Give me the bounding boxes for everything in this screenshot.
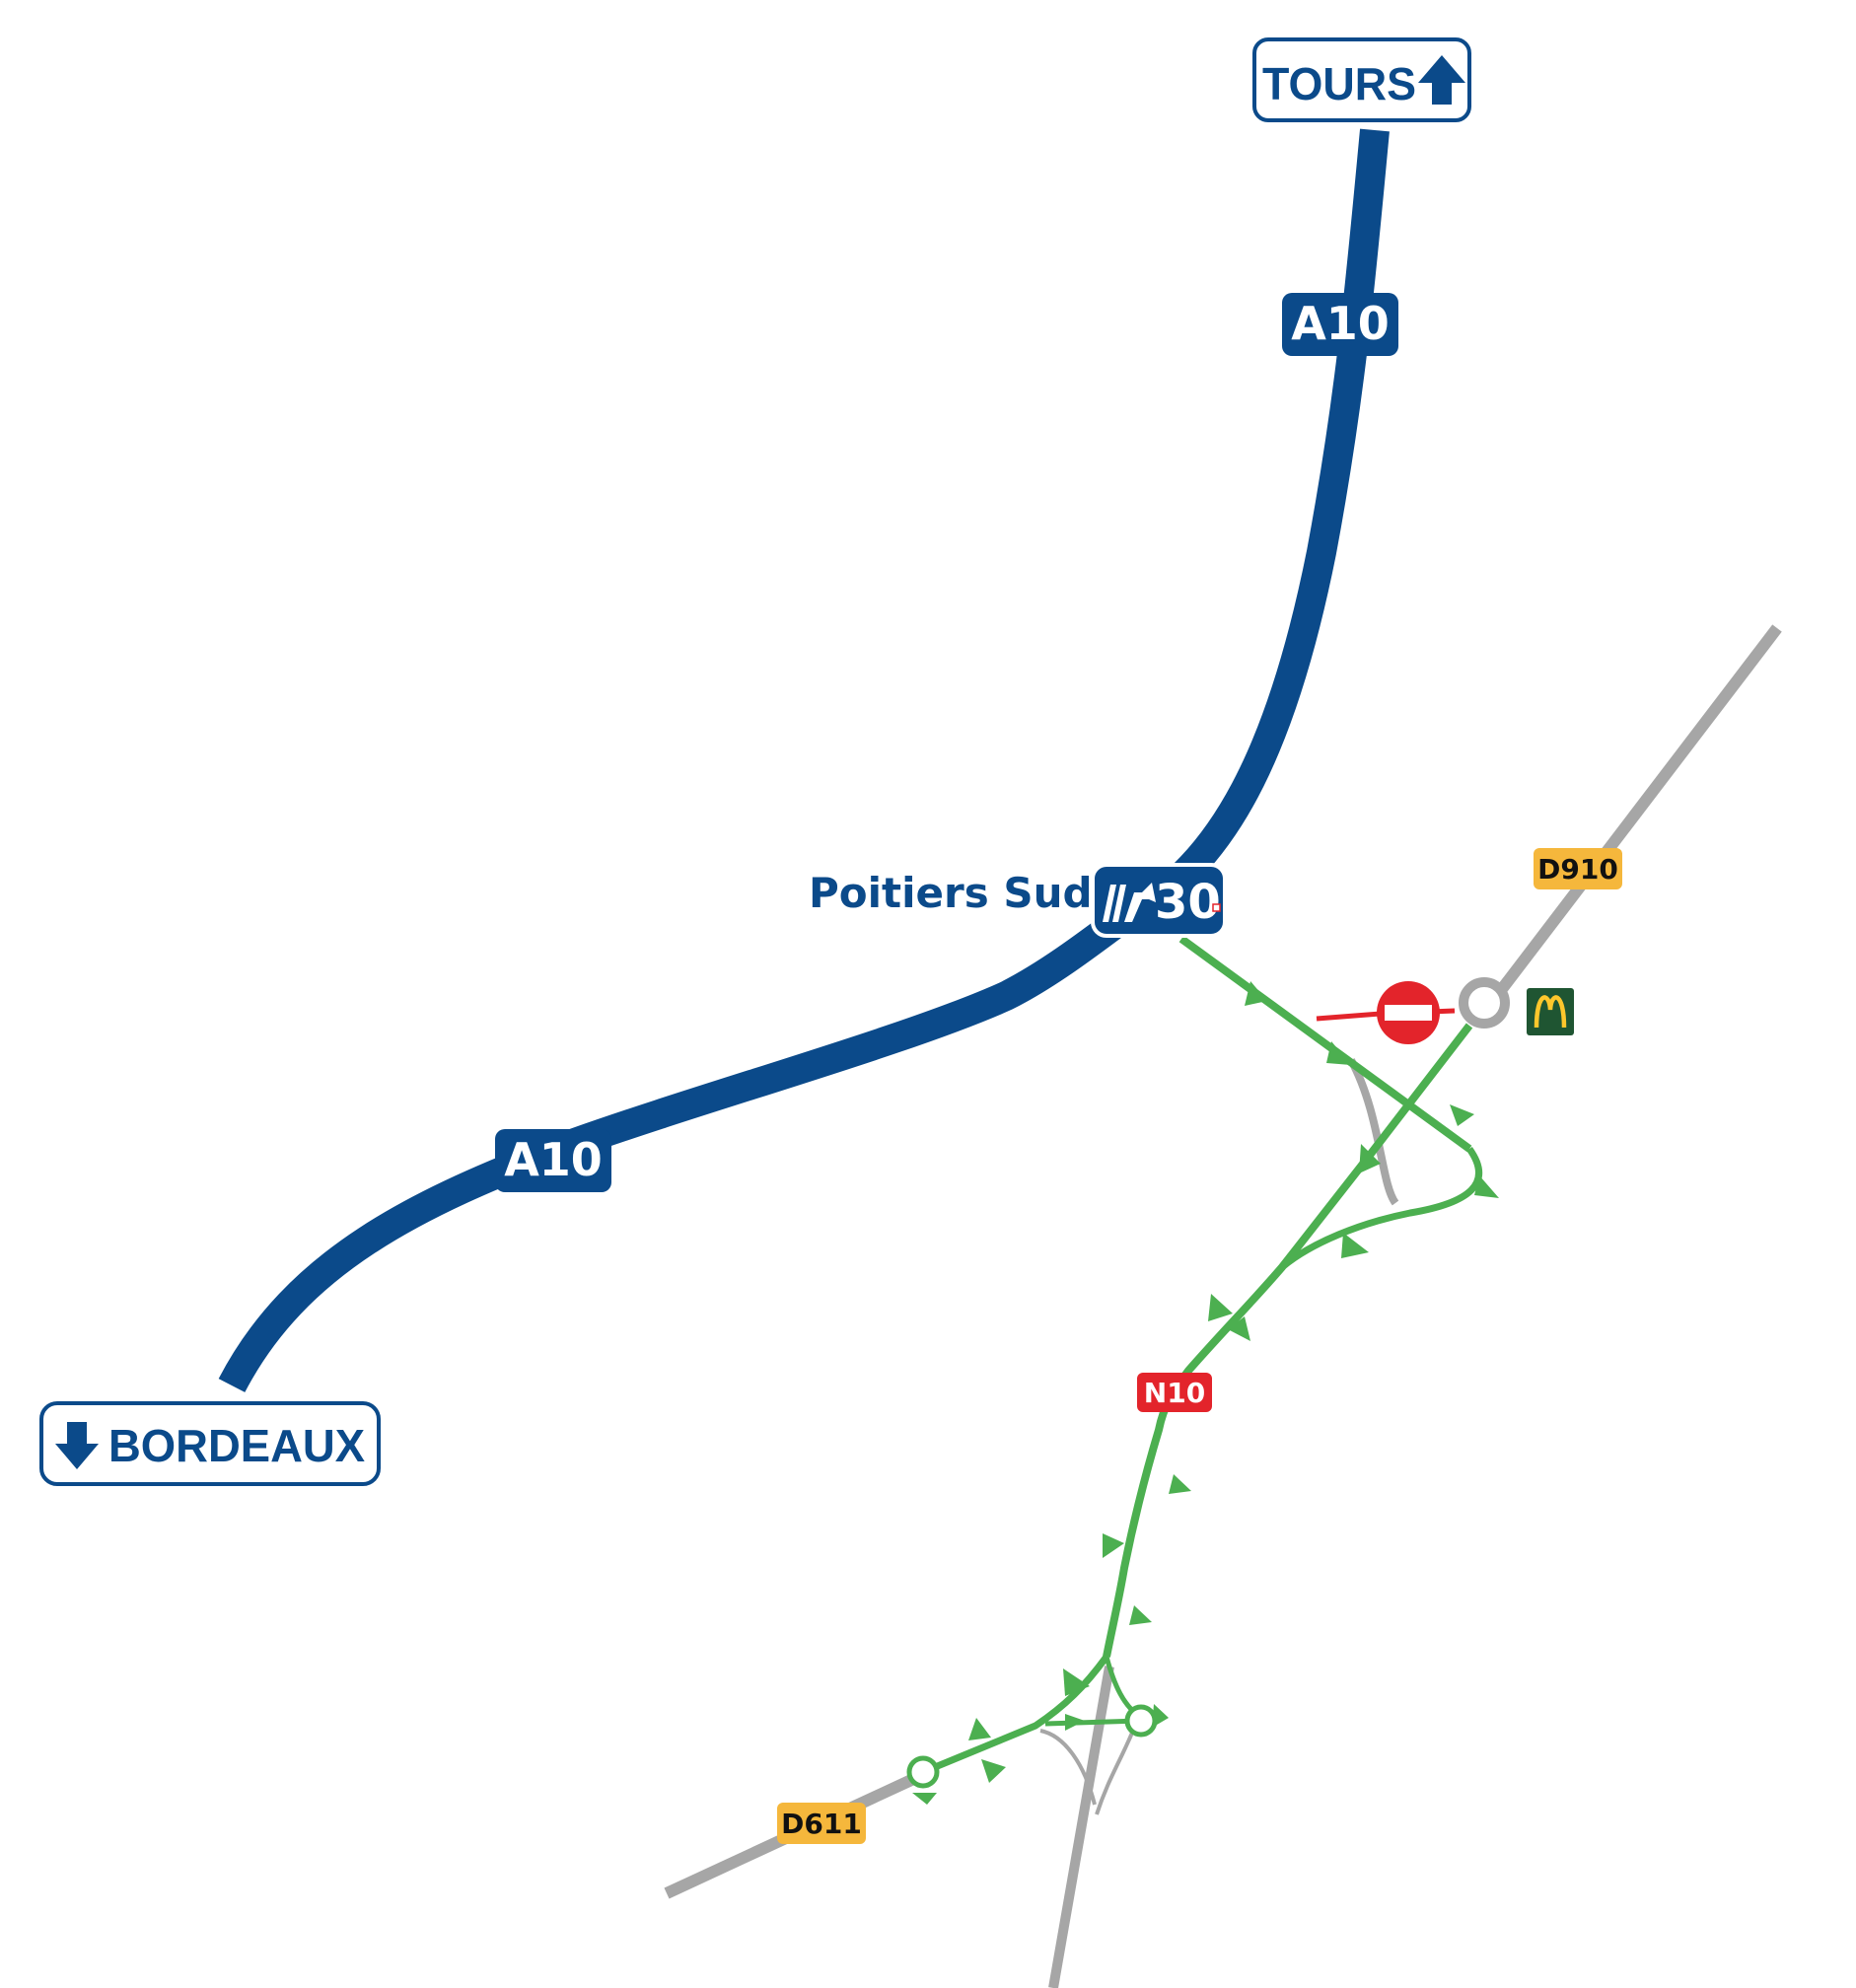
route-arrow — [1326, 1041, 1351, 1065]
route-arrow — [1245, 981, 1267, 1006]
route-arrow — [1103, 1533, 1124, 1558]
motorway-exit-icon — [1103, 883, 1156, 922]
d910-roundabout — [1459, 977, 1510, 1029]
arrow-up-icon — [1418, 55, 1465, 105]
route-d611-connector — [921, 1654, 1109, 1776]
mcdonalds-logo-icon — [1527, 988, 1574, 1035]
route-n10 — [1103, 1023, 1473, 1658]
d910-road — [1484, 624, 1782, 1010]
ramp-grey-left — [1039, 1729, 1097, 1806]
route-network — [906, 935, 1499, 1805]
direction-arrows — [912, 981, 1499, 1805]
route-arrow — [1152, 1704, 1169, 1728]
d611-badge: D611 — [777, 1803, 866, 1844]
destination-sign-south: BORDEAUX — [39, 1401, 381, 1486]
a10-shield-upper: A10 — [1282, 293, 1398, 356]
route-ramp-west — [1044, 1718, 1140, 1727]
a10-shield-upper-label: A10 — [1291, 297, 1390, 350]
a10-shield-lower-label: A10 — [504, 1133, 603, 1186]
destination-south-label: BORDEAUX — [108, 1420, 365, 1471]
roundabout-east — [1124, 1704, 1158, 1738]
arrow-down-icon — [55, 1422, 99, 1469]
a10-shield-lower: A10 — [495, 1129, 611, 1192]
route-arrow — [1228, 1316, 1250, 1341]
motorway-a10 — [218, 128, 1390, 1392]
d611-badge-label: D611 — [781, 1808, 862, 1840]
exit-number: 30 — [1155, 875, 1221, 930]
route-arrow — [1129, 1605, 1152, 1625]
destination-north-label: TOURS — [1262, 58, 1416, 109]
route-arrow — [1169, 1474, 1191, 1494]
n10-badge-label: N10 — [1144, 1377, 1205, 1409]
no-entry-icon — [1377, 981, 1440, 1044]
route-arrow — [1063, 1668, 1090, 1696]
route-arrow — [1450, 1104, 1474, 1126]
route-arrow — [1065, 1714, 1085, 1731]
route-arrow — [1359, 1144, 1381, 1173]
route-arrow — [968, 1718, 991, 1740]
exit-name: Poitiers Sud — [809, 869, 1093, 917]
route-exit-ramp — [1178, 935, 1472, 1153]
exit-badge: 30 — [1091, 863, 1227, 938]
destination-sign-north: TOURS — [1252, 37, 1471, 122]
route-arrow — [1208, 1294, 1233, 1321]
roundabout-d611 — [906, 1755, 940, 1789]
d910-badge: D910 — [1534, 848, 1622, 889]
secondary-roads — [664, 624, 1782, 1988]
n10-badge: N10 — [1137, 1373, 1212, 1412]
d910-badge-label: D910 — [1537, 853, 1618, 886]
route-arrow — [1341, 1233, 1369, 1258]
route-arrow — [981, 1759, 1006, 1783]
route-loop — [1279, 1146, 1483, 1270]
route-arrow — [1474, 1175, 1499, 1198]
n147-road — [1048, 1666, 1114, 1988]
route-arrow — [912, 1793, 937, 1805]
